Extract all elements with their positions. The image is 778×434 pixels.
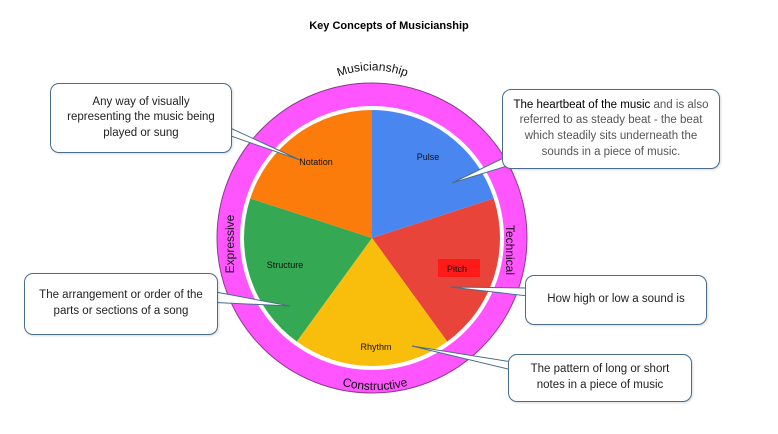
concept-pie	[244, 110, 500, 366]
ring-label-left: Expressive	[223, 214, 237, 273]
segment-pulse	[372, 110, 494, 238]
segment-pitch	[372, 198, 500, 342]
segment-label-pitch: Pitch	[447, 264, 467, 274]
callout-pitch: How high or low a sound is	[525, 275, 707, 325]
ring-label-bottom: Constructive	[341, 375, 409, 393]
ring-label-right: Technical	[503, 225, 517, 275]
segment-label-rhythm: Rhythm	[360, 342, 391, 352]
segment-notation	[250, 110, 372, 238]
segment-label-structure: Structure	[267, 260, 304, 270]
callout-structure: The arrangement or order of the parts or…	[24, 273, 218, 335]
callout-pulse-strong: The heartbeat of the music	[513, 98, 651, 111]
callout-pulse-rest: and is also referred to as steady beat -…	[519, 98, 709, 158]
pitch-highlight	[438, 259, 480, 277]
segment-rhythm	[296, 238, 448, 366]
segment-label-pulse: Pulse	[417, 152, 440, 162]
callout-notation: Any way of visually representing the mus…	[50, 83, 232, 153]
segment-label-notation: Notation	[299, 157, 333, 167]
callout-rhythm: The pattern of long or short notes in a …	[508, 354, 692, 402]
callout-pulse: The heartbeat of the music and is also r…	[502, 89, 720, 169]
ring-label-top: Musicianship	[335, 59, 410, 79]
diagram-title: Key Concepts of Musicianship	[309, 20, 469, 32]
